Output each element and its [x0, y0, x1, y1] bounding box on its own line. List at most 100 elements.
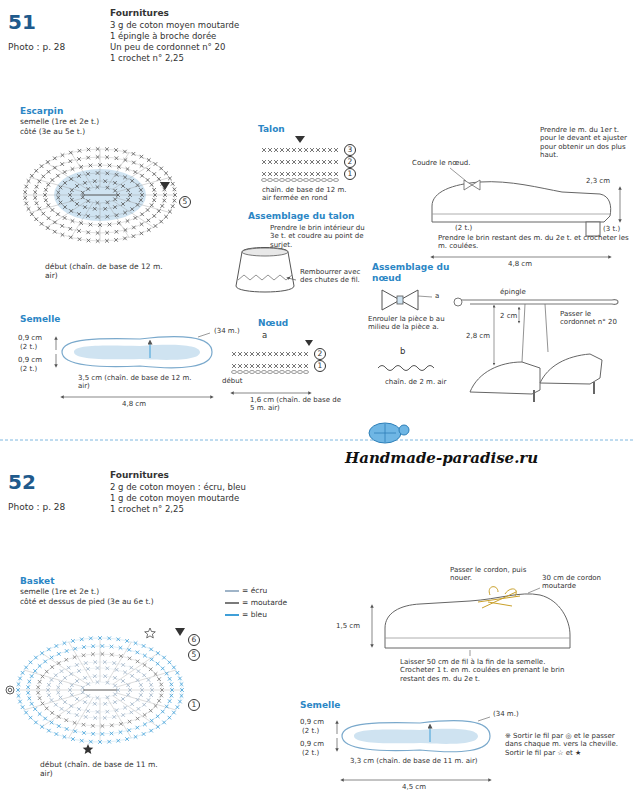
round-guide — [48, 662, 152, 718]
note-text: chaîn. de 2 m. air — [385, 378, 446, 386]
leader-line — [198, 333, 210, 337]
stitch-marks — [81, 680, 120, 699]
note-text: début (chaîn. de base de 11 m. air) — [40, 760, 170, 778]
stitch-marks — [56, 171, 143, 219]
dimension-line — [432, 257, 610, 258]
circled-number: 6 — [188, 634, 200, 646]
note-text: Prendre le m. du 1er t. pour le devant e… — [540, 126, 630, 160]
dimension-line — [342, 780, 490, 781]
callout-number: 5 — [183, 198, 188, 206]
note-text: semelle (1re et 2e t.) — [20, 117, 99, 126]
circled-number: 2 — [314, 348, 326, 360]
shoe-heel — [593, 382, 595, 394]
note-text: Coudre le nœud. — [412, 159, 471, 167]
stitch-marks — [23, 147, 176, 243]
pin-head — [454, 298, 462, 306]
note-text: 2,3 cm — [586, 177, 610, 185]
note-text: 2,8 cm — [466, 332, 490, 340]
circled-number: 2 — [344, 156, 356, 168]
circled-number: 3 — [344, 144, 356, 156]
round-guide — [70, 181, 130, 209]
base-chain — [83, 690, 117, 691]
leader-line — [450, 168, 466, 181]
note-text: Un peu de cordonnet n° 20 — [110, 42, 225, 52]
note-text: 30 cm de cordon moutarde — [542, 574, 622, 591]
dimension-line — [232, 393, 310, 394]
note-text: ※ Sortir le fil par ◎ et le passer dans … — [505, 732, 627, 757]
dimension-line — [494, 306, 495, 364]
leader-line — [478, 717, 490, 721]
heel-block — [586, 222, 600, 236]
dimension-line — [372, 606, 373, 646]
dimension-line — [337, 722, 338, 750]
dimension-line — [62, 397, 212, 398]
note-text: (2 t.) — [455, 224, 472, 232]
hanging-shoe — [540, 354, 602, 384]
note-text: (34 m.) — [214, 327, 240, 335]
watermark: Handmade-paradise.ru — [345, 449, 538, 467]
stitch-marks — [81, 185, 120, 204]
chain-marks — [262, 178, 339, 181]
note-text: (3 t.) — [603, 225, 620, 233]
callout-number: 2 — [348, 158, 353, 166]
circled-number: 1 — [314, 360, 326, 372]
note-text: 1 g de coton moyen moutarde — [110, 493, 239, 503]
note-text: Photo : p. 28 — [8, 42, 65, 53]
note-text: Prendre le brin restant des m. du 2e t. … — [438, 234, 633, 251]
stitch-marks — [43, 163, 157, 227]
bow-knot — [397, 296, 403, 304]
leader-line — [418, 296, 432, 297]
note-text: 0,9 cm — [300, 718, 324, 726]
stitch-marks — [262, 148, 338, 176]
dimension-line — [56, 338, 57, 366]
callout-number: 6 — [192, 636, 197, 644]
note-text: (34 m.) — [493, 710, 519, 718]
base-chain — [82, 195, 118, 196]
cord-thread — [522, 304, 548, 362]
note-text: (2 t.) — [302, 749, 319, 757]
callout-number: 1 — [192, 701, 197, 709]
section-heading: Assemblage du nœud — [372, 262, 450, 284]
note-text: 1 épingle à broche dorée — [110, 31, 216, 41]
note-text: 3 g de coton moyen moutarde — [110, 20, 239, 30]
note-text: (2 t.) — [302, 727, 319, 735]
heel-stitches — [238, 275, 292, 280]
note-text: Prendre le brin intérieur du 3e t. et co… — [270, 224, 375, 249]
sole-outline — [62, 337, 212, 368]
note-text: début (chaîn. de base de 12 m. air) — [45, 262, 170, 280]
note-text: b — [400, 346, 405, 356]
stitch-marks — [68, 179, 132, 210]
legend-row: = bleu — [225, 610, 267, 619]
stitch-marks — [33, 155, 166, 235]
section-heading: Basket — [20, 576, 54, 587]
direction-arrow — [430, 726, 431, 742]
pattern-number: 51 — [8, 10, 36, 34]
leader-line — [288, 278, 296, 280]
dimension-line — [620, 188, 621, 221]
callout-number: 1 — [348, 170, 353, 178]
shoe-heel — [533, 390, 535, 402]
direction-arrow — [150, 342, 151, 358]
section-heading: Escarpin — [20, 106, 63, 117]
circled-number: 1 — [188, 699, 200, 711]
start-marker — [175, 628, 185, 636]
start-marker — [160, 182, 170, 190]
bow-shape — [464, 180, 480, 190]
note-text: semelle (1re et 2e t.) — [20, 587, 99, 596]
note-text: 1 crochet n° 2,25 — [110, 53, 184, 63]
leader-line — [528, 588, 540, 593]
legend-row: = moutarde — [225, 598, 287, 607]
note-text: 4,5 cm — [402, 783, 426, 791]
stitch-marks — [56, 666, 143, 714]
sole-inner — [74, 345, 200, 360]
note-text: Laisser 50 cm de fil à la fin de la seme… — [400, 658, 575, 683]
bow-chart — [232, 352, 309, 374]
note-text: 2 cm — [500, 312, 517, 320]
crochet-chart — [16, 636, 184, 744]
stitch-marks — [16, 636, 184, 744]
start-marker — [305, 340, 313, 346]
callout-number: 1 — [318, 362, 323, 370]
note-text: Enrouler la pièce b au milieu de la pièc… — [368, 315, 468, 332]
note-text: côté et dessus de pied (3e au 6e t.) — [20, 597, 154, 606]
